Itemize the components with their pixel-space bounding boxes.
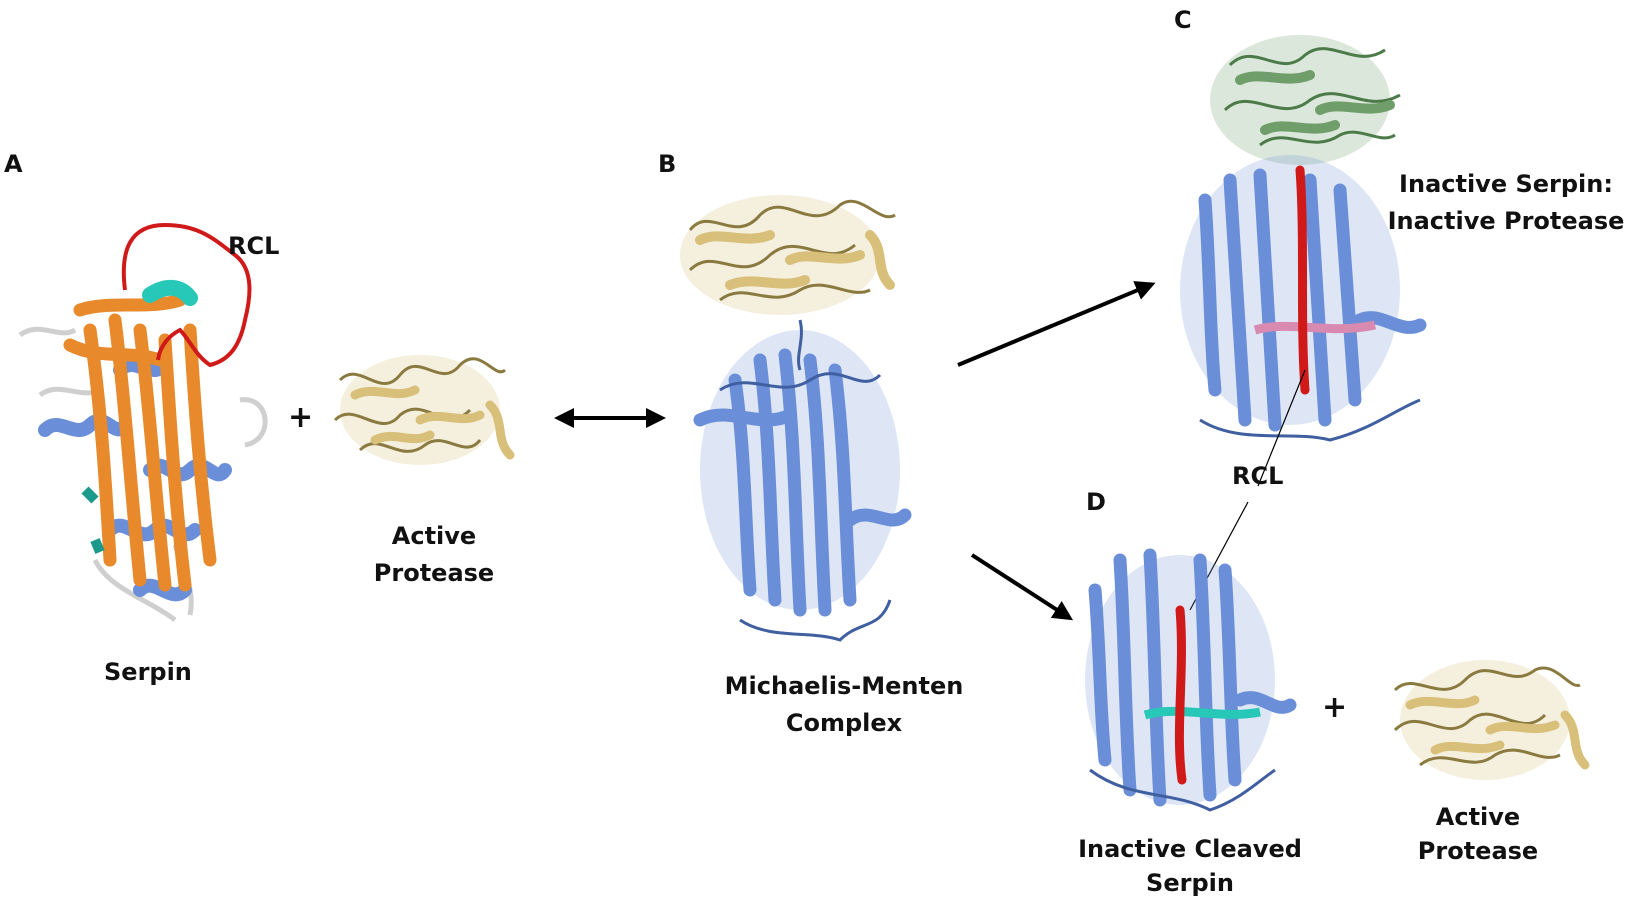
arrow-to-d	[970, 553, 1074, 621]
panel-label-d: D	[1086, 488, 1106, 516]
serpin-a-cyan-strand	[142, 279, 198, 306]
panel-label-b: B	[658, 150, 677, 178]
serpin-a-loop	[18, 326, 268, 622]
mm-complex-line2: Complex	[785, 709, 903, 737]
cleaved-serpin-structure-d	[1085, 548, 1297, 812]
serpin-structure-a	[18, 222, 268, 622]
active-protease-label-a: Active Protease	[370, 518, 498, 592]
inactive-complex-line2: Inactive Protease	[1387, 207, 1625, 235]
panel-label-a: A	[4, 150, 23, 178]
rcl-label-cd: RCL	[1232, 462, 1284, 490]
covalent-c-rcl	[1295, 165, 1310, 395]
active-protease-a-line1: Active	[391, 522, 477, 550]
mm-complex-label: Michaelis-Menten Complex	[712, 668, 976, 742]
active-protease-d-line1: Active	[1435, 803, 1521, 831]
plus-sign-a: +	[288, 400, 314, 435]
covalent-c-pink-strand	[1253, 320, 1376, 335]
cleaved-d-teal-strand	[1143, 706, 1261, 720]
mm-complex-line1: Michaelis-Menten	[724, 672, 964, 700]
protease-structure-d	[1393, 660, 1590, 780]
cleaved-serpin-line2: Serpin	[1146, 869, 1234, 897]
active-protease-d-line2: Protease	[1417, 837, 1539, 865]
inactive-complex-line1: Inactive Serpin:	[1399, 170, 1613, 198]
cleaved-serpin-label: Inactive Cleaved Serpin	[1070, 832, 1310, 900]
serpin-a-teal-strand	[81, 486, 105, 554]
active-protease-a-line2: Protease	[373, 559, 495, 587]
mm-complex-structure-b	[680, 195, 912, 642]
rcl-label-a: RCL	[228, 232, 280, 260]
inactive-complex-label: Inactive Serpin: Inactive Protease	[1386, 166, 1626, 240]
protease-structure-a	[333, 355, 515, 465]
serpin-a-sheets	[63, 293, 217, 592]
active-protease-label-d: Active Protease	[1414, 800, 1542, 868]
rcl-leader-to-c	[1257, 369, 1306, 487]
serpin-a-rcl	[121, 222, 252, 368]
cleaved-serpin-line1: Inactive Cleaved	[1078, 835, 1302, 863]
covalent-complex-structure-c	[1180, 35, 1427, 442]
plus-sign-d: +	[1322, 690, 1348, 725]
arrow-to-c	[957, 281, 1156, 367]
serpin-label: Serpin	[104, 658, 192, 686]
cleaved-d-rcl	[1174, 605, 1187, 785]
panel-label-c: C	[1174, 6, 1192, 34]
